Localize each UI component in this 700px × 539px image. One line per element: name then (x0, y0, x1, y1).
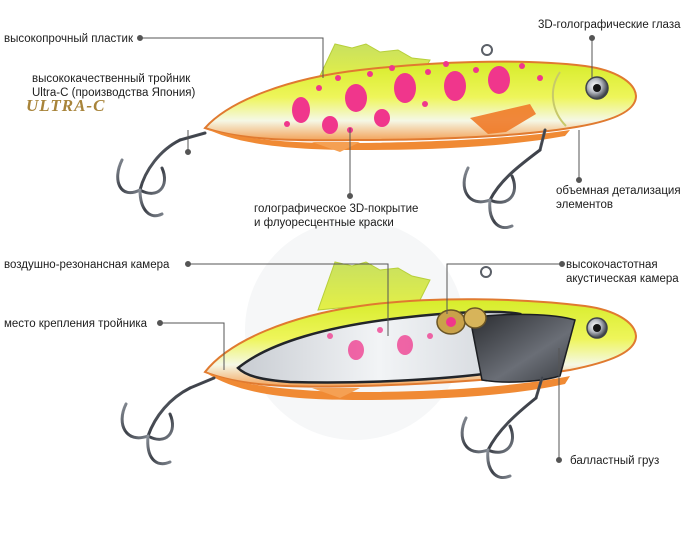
pink-spots (284, 61, 543, 134)
rear-treble-hook (116, 131, 207, 218)
label-acoustic-line1: высокочастотная (566, 259, 658, 271)
label-hook-line1: высококачественный тройник (32, 73, 191, 85)
line-tie-ring (481, 44, 493, 56)
pink-spots-2 (327, 327, 433, 360)
pectoral-fin (470, 104, 536, 134)
belly-edge-2 (205, 372, 570, 400)
label-air-chamber: воздушно-резонансная камера (4, 259, 170, 271)
ballast-weight (469, 313, 576, 383)
leader-lines (137, 35, 595, 463)
belly-keel-2 (312, 388, 360, 398)
label-hook-mount: место крепления тройника (4, 318, 148, 330)
label-coating-line2: и флуоресцентные краски (254, 217, 394, 229)
ultra-c-logo: ULTRA-C (26, 96, 106, 115)
label-coating-line1: голографическое 3D-покрытие (254, 203, 419, 215)
lure-body (203, 60, 638, 142)
label-hook-line2: Ultra-C (производства Япония) (32, 87, 196, 99)
front-treble-hook-2 (460, 376, 544, 479)
line-tie-ring-2 (480, 266, 492, 278)
belly-edge (205, 128, 570, 150)
acoustic-chamber (436, 307, 487, 335)
label-detail-line1: объемная детализация (556, 185, 681, 197)
gill-line (551, 71, 567, 127)
bottom-lure (120, 220, 638, 479)
label-ballast: балластный груз (570, 455, 660, 467)
front-treble-hook (462, 128, 547, 229)
label-eyes: 3D-голографические глаза (538, 19, 681, 31)
top-lure (116, 43, 638, 229)
label-acoustic-line2: акустическая камера (566, 273, 679, 285)
label-plastic: высокопрочный пластик (4, 33, 134, 45)
belly-keel (312, 142, 360, 152)
label-detail-line2: элементов (556, 199, 614, 211)
rear-treble-hook-2 (120, 376, 216, 466)
